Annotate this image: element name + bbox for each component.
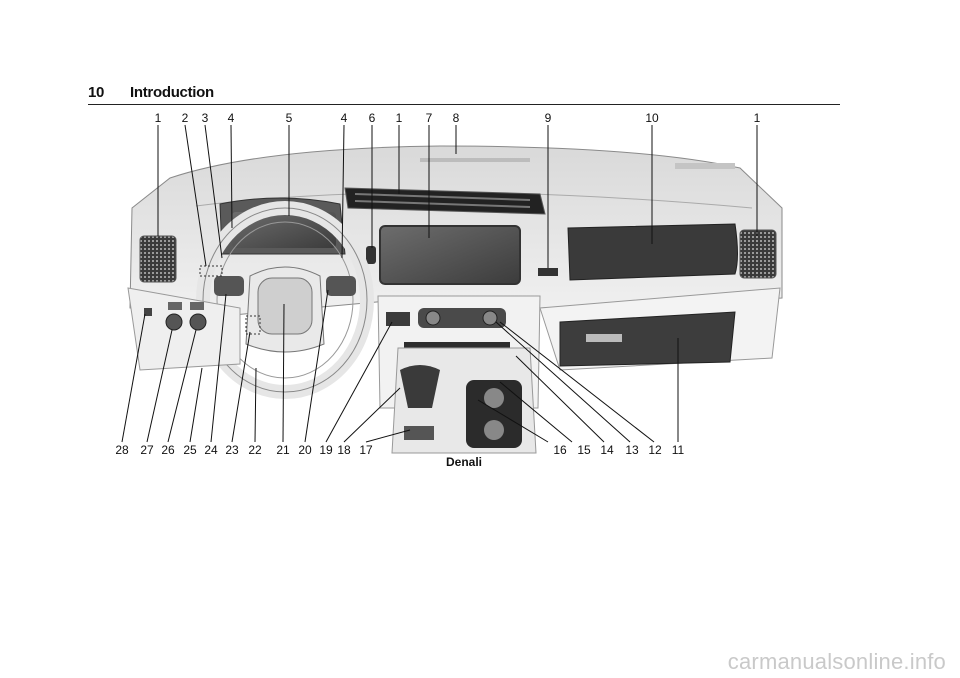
callout-bottom-14: 14	[600, 443, 614, 457]
callout-bottom-15: 13	[625, 443, 639, 457]
callout-bottom-1: 27	[140, 443, 154, 457]
callout-bottom-12: 16	[553, 443, 567, 457]
figure-caption: Denali	[445, 455, 482, 469]
callout-top-7: 1	[396, 111, 403, 125]
callout-bottom-11: 17	[359, 443, 373, 457]
callout-bottom-8: 20	[298, 443, 312, 457]
callout-bottom-6: 22	[248, 443, 262, 457]
callout-top-10: 9	[545, 111, 552, 125]
page-number: 10	[88, 84, 105, 101]
callout-bottom-16: 12	[648, 443, 662, 457]
callout-bottom-9: 19	[319, 443, 333, 457]
callout-top-2: 3	[202, 111, 209, 125]
callout-bottom-5: 23	[225, 443, 239, 457]
callout-top-0: 1	[155, 111, 162, 125]
callout-top-12: 1	[754, 111, 761, 125]
callout-top-3: 4	[228, 111, 235, 125]
callout-bottom-10: 18	[337, 443, 351, 457]
page-header: 10 Introduction	[88, 84, 840, 105]
callout-top-8: 7	[426, 111, 433, 125]
watermark: carmanualsonline.info	[727, 649, 946, 674]
callout-top-6: 6	[369, 111, 376, 125]
callout-top-11: 10	[645, 111, 659, 125]
callout-top-5: 4	[341, 111, 348, 125]
callout-bottom-0: 28	[115, 443, 129, 457]
callout-bottom-13: 15	[577, 443, 591, 457]
callout-bottom-4: 24	[204, 443, 218, 457]
callout-bottom-3: 25	[183, 443, 197, 457]
callout-bottom-2: 26	[161, 443, 175, 457]
callout-bottom-7: 21	[276, 443, 290, 457]
section-title: Introduction	[130, 84, 214, 101]
callout-bottom-17: 11	[672, 443, 685, 457]
callout-top-1: 2	[182, 111, 189, 125]
callout-top-4: 5	[286, 111, 293, 125]
callout-top-9: 8	[453, 111, 460, 125]
